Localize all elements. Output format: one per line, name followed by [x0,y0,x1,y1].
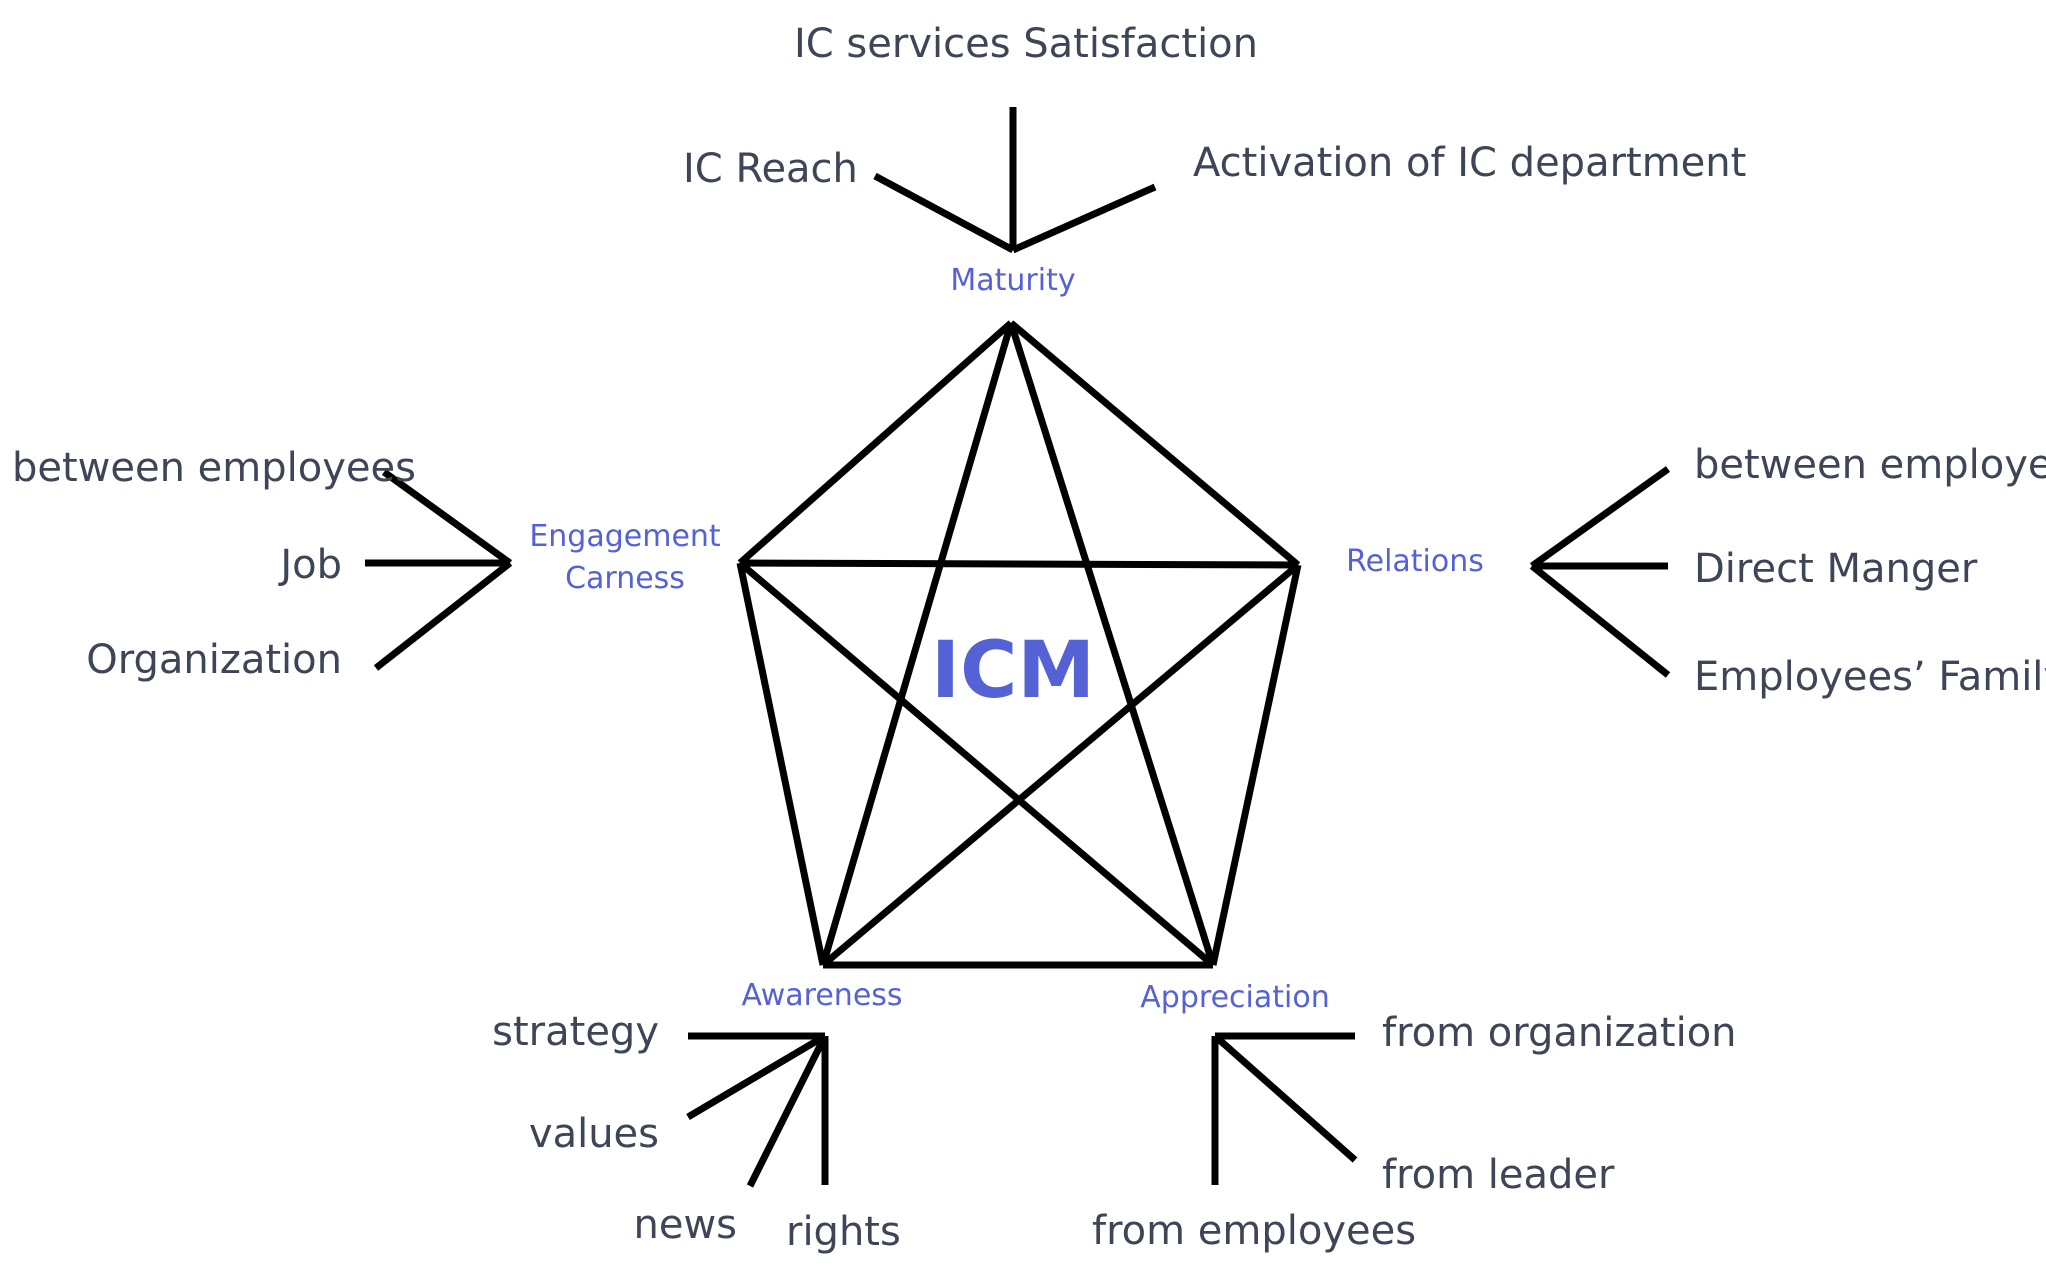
spoke-engagement-1 [381,469,513,566]
node-awareness: Awareness [741,978,903,1013]
item-awareness-rights: rights [786,1209,901,1255]
edge-relations-appreciation [1209,564,1302,966]
edge-awareness-engagement [736,562,827,966]
node-maturity: Maturity [950,263,1076,298]
spoke-appreciation-2 [1212,1033,1358,1163]
item-awareness-values: values [528,1111,659,1157]
edge-engagement-maturity [737,320,1014,566]
item-engagement-job: Job [280,542,342,588]
diag-maturity-appreciation [1007,321,1217,967]
item-appreciation-from-employees: from employees [1092,1208,1417,1254]
spoke-relations-1 [1529,466,1671,569]
item-maturity-ic-reach: IC Reach [683,146,858,192]
center-title: ICM [931,626,1095,716]
item-appreciation-from-leader: from leader [1382,1152,1615,1198]
edge-maturity-relations [1008,320,1301,568]
item-relations-employees-family: Employees’ Family [1694,654,2046,700]
spoke-maturity-2 [873,172,1015,254]
item-engagement-between-employees: between employees [12,445,416,491]
item-awareness-strategy: strategy [492,1009,659,1055]
diag-engagement-appreciation [737,560,1216,968]
node-engagement-line1: Engagement [529,519,721,554]
diag-engagement-relations [739,559,1299,569]
node-engagement-line2: Carness [565,561,685,596]
spoke-engagement-3 [373,560,513,671]
item-awareness-news: news [633,1202,737,1248]
diag-maturity-awareness [819,322,1015,966]
spoke-maturity-3 [1011,183,1157,254]
item-relations-between-employees: between employees [1694,442,2046,488]
item-maturity-ic-services-satisfaction: IC services Satisfaction [793,21,1259,67]
spoke-awareness-3 [746,1034,829,1188]
item-relations-direct-manger: Direct Manger [1694,546,1978,592]
item-maturity-activation: Activation of IC department [1193,140,1747,186]
item-engagement-organization: Organization [86,637,342,683]
diag-relations-awareness [820,562,1301,968]
spoke-relations-3 [1529,563,1671,678]
node-relations: Relations [1346,544,1484,579]
spoke-awareness-2 [686,1032,827,1121]
item-appreciation-from-organization: from organization [1382,1010,1737,1056]
node-appreciation: Appreciation [1140,980,1330,1015]
